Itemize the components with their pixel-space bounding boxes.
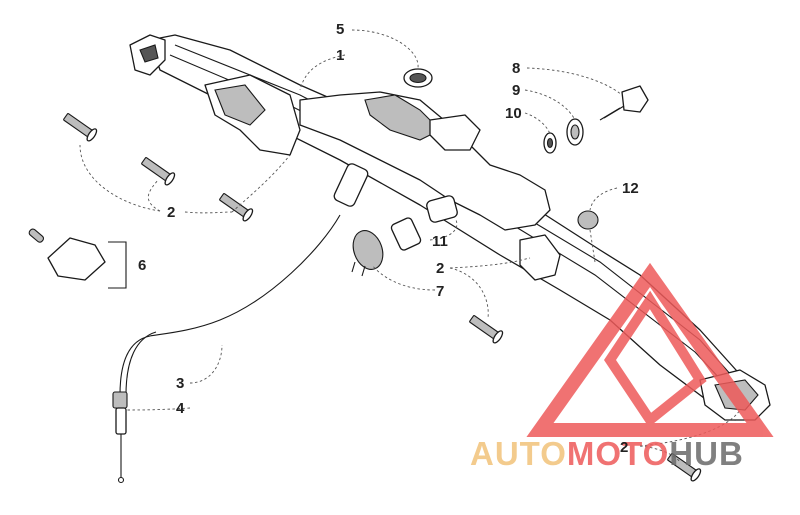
callout-5: 5: [336, 21, 344, 38]
callout-9: 9: [512, 82, 520, 99]
washer-part-10: [543, 132, 557, 154]
automotohub-watermark: AUTOMOTOHUB: [470, 262, 774, 472]
watermark-brand-hub: HUB: [669, 435, 744, 472]
callout-1: 1: [336, 47, 344, 64]
callout-2-left: 2: [167, 204, 175, 221]
callout-10: 10: [505, 105, 522, 122]
watermark-brand-auto: AUTO: [470, 435, 567, 472]
watermark-triangle-inner: [603, 290, 707, 428]
callout-8: 8: [512, 60, 520, 77]
callout-4: 4: [176, 400, 185, 417]
steering-support-frame: [129, 34, 771, 421]
callout-6: 6: [138, 257, 146, 274]
leader-lines: [79, 29, 741, 463]
screw-part-2: [63, 113, 702, 482]
watermark-triangle-outer: [526, 262, 774, 437]
nut-part-9: [566, 118, 584, 146]
cable-adjuster-part-4: [112, 391, 128, 484]
grommet-part-5: [403, 68, 433, 88]
callout-12: 12: [622, 180, 639, 197]
callout-2-center: 2: [436, 260, 444, 277]
bushing-part-11: [426, 195, 458, 223]
callout-11: 11: [432, 233, 448, 250]
plug-part-12: [577, 210, 599, 230]
throttle-cable-part-3: [119, 163, 369, 396]
callout-7: 7: [436, 283, 444, 300]
callout-labels: 5 1 8 9 10 12 2 6 11 2 7 3 4 2: [138, 21, 639, 456]
ignition-key-part-8: [599, 85, 649, 121]
ignition-switch-part-7: [351, 217, 422, 277]
watermark-brand-moto: MOTO: [567, 435, 669, 472]
callout-3: 3: [176, 375, 184, 392]
svg-text:AUTOMOTOHUB: AUTOMOTOHUB: [470, 435, 744, 472]
callout-2-right: 2: [620, 439, 628, 456]
clip-part-6: [28, 228, 127, 289]
